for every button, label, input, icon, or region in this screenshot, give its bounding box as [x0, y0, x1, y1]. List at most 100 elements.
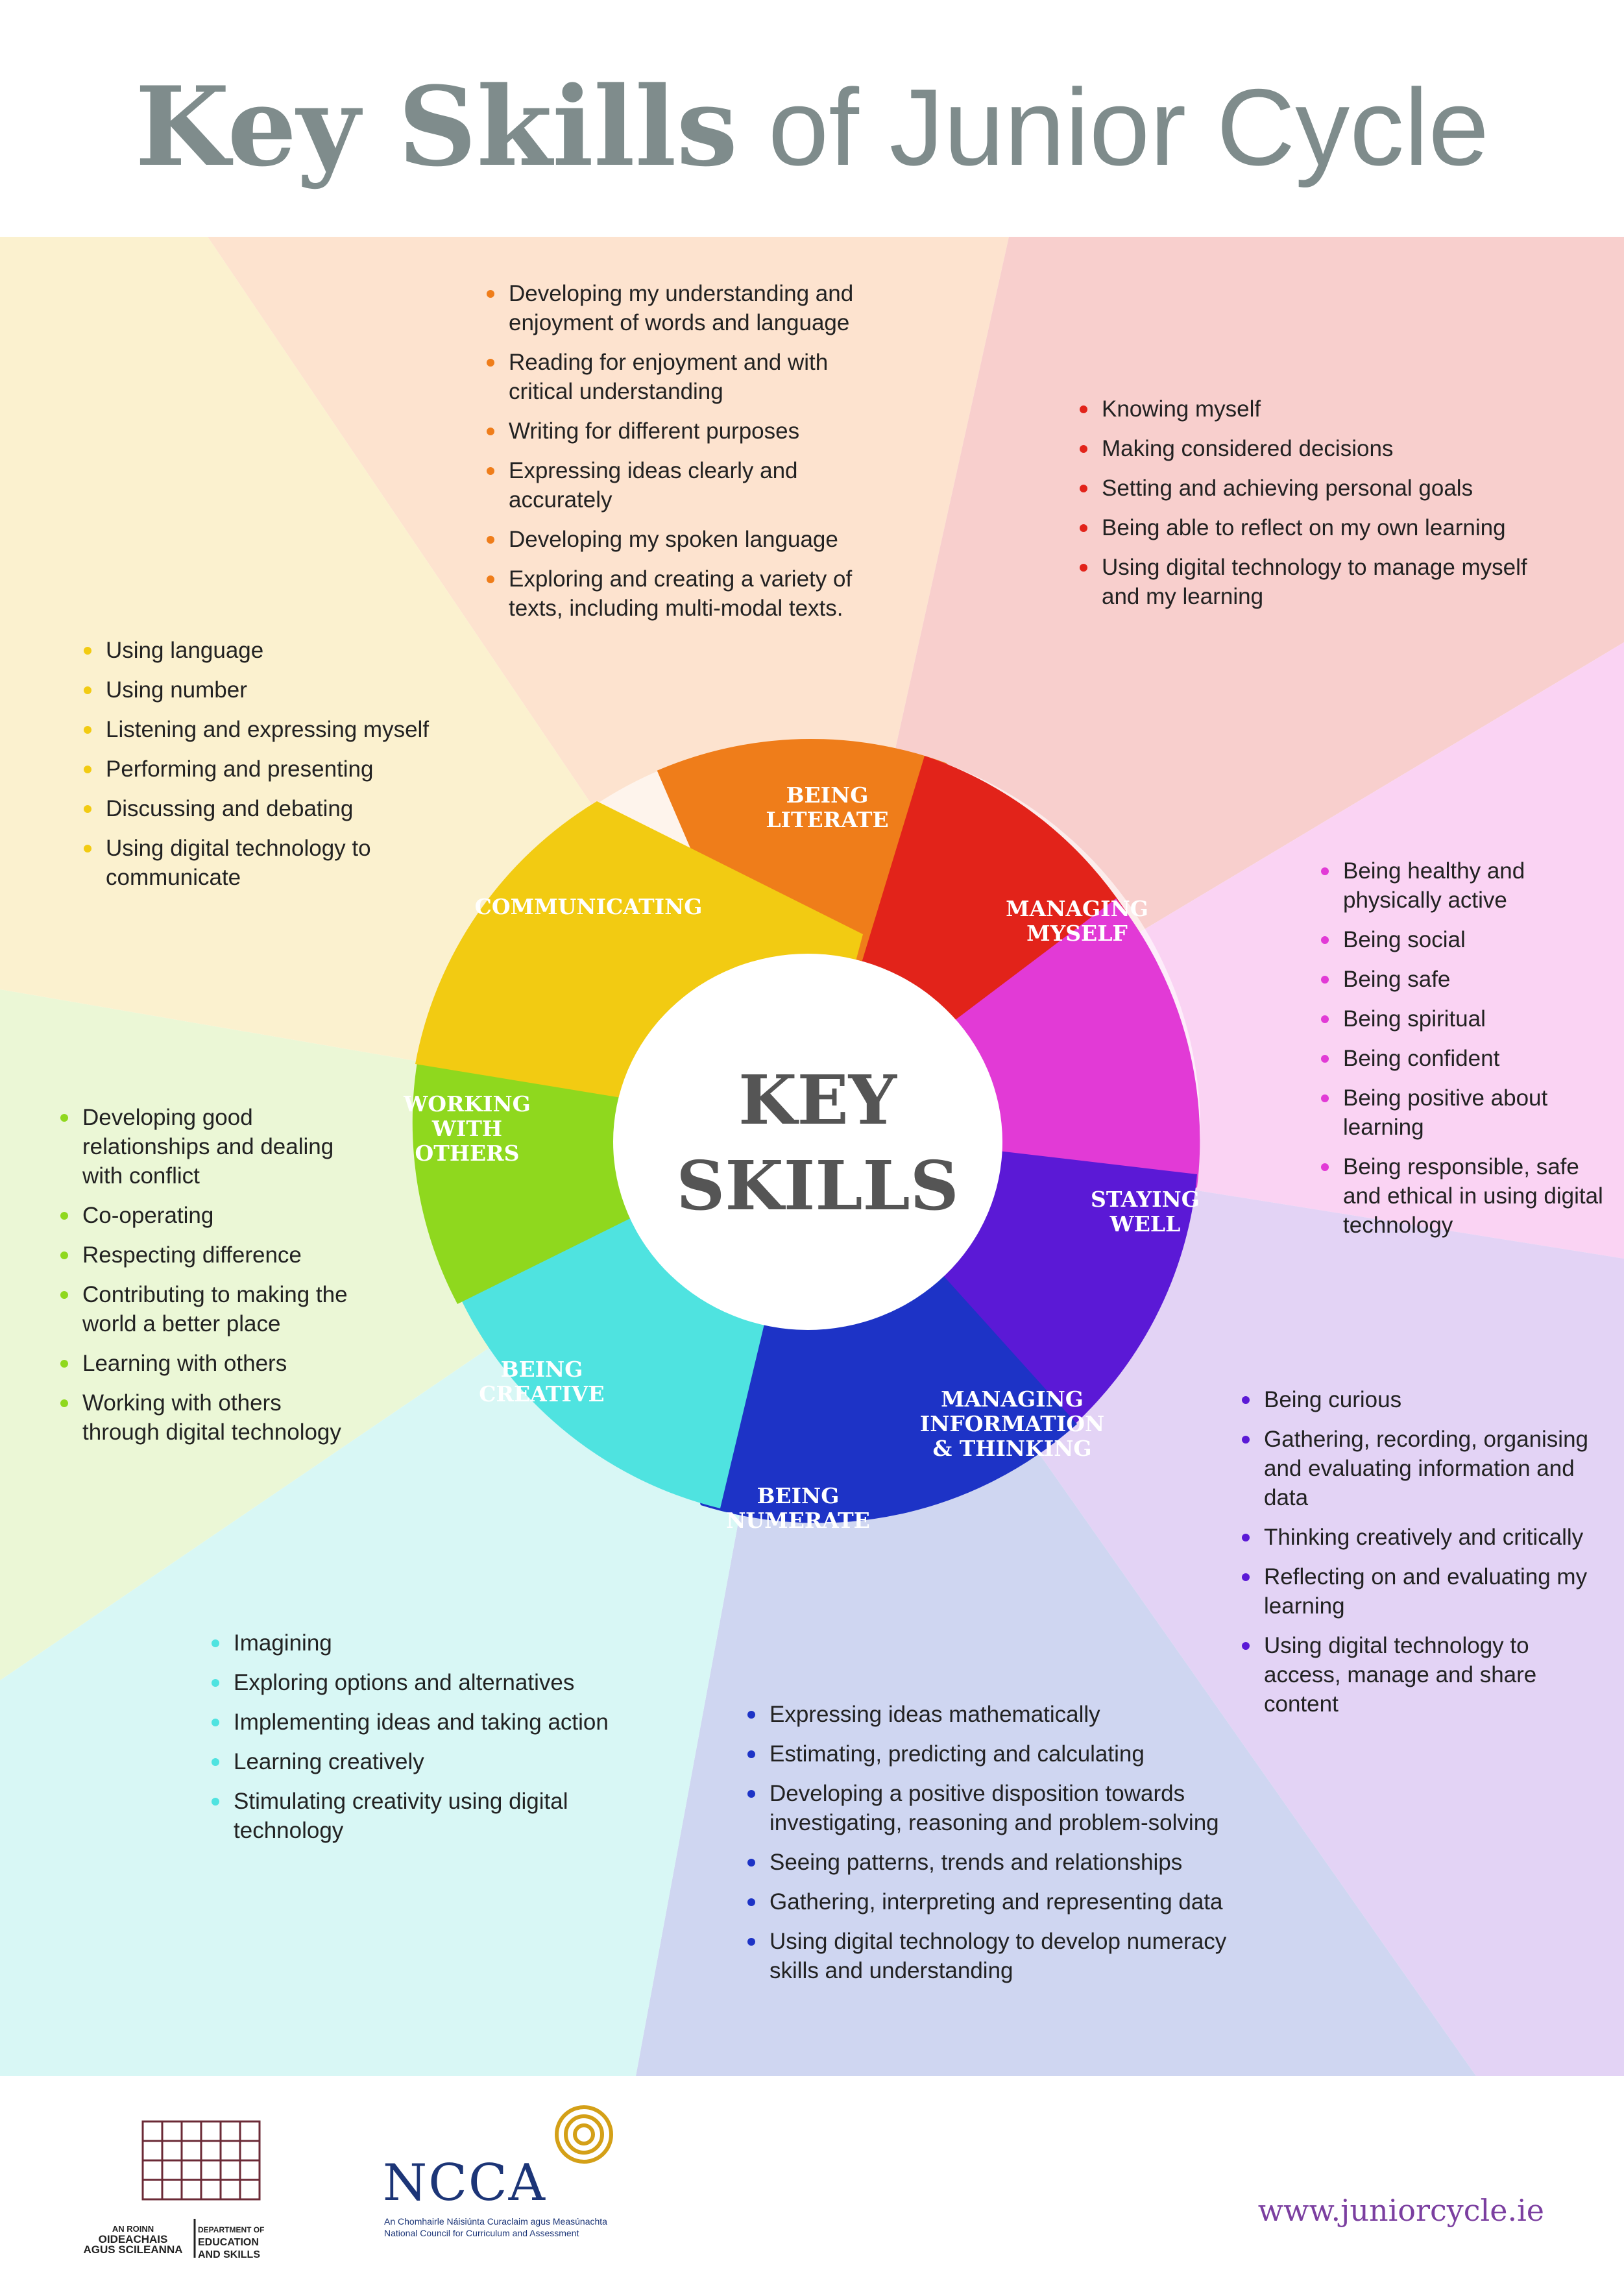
bullet-text: Developing good relationships and dealin… — [82, 1105, 334, 1189]
bullet-item: Respecting difference — [59, 1240, 364, 1270]
ncca-subtitle-irish: An Chomhairle Náisiúnta Curaclaim agus M… — [384, 2216, 607, 2227]
bullet-text: Developing my spoken language — [509, 527, 838, 552]
panel-being-literate: Developing my understanding and enjoymen… — [485, 279, 888, 633]
bullet-dot-icon — [84, 726, 91, 734]
bullet-item: Expressing ideas mathematically — [746, 1700, 1246, 1729]
bullet-text: Imagining — [234, 1630, 332, 1656]
title-light: of Junior Cycle — [768, 66, 1489, 188]
bullet-item: Working with others through digital tech… — [59, 1388, 364, 1447]
bullet-text: Learning creatively — [234, 1749, 424, 1774]
bullet-item: Exploring options and alternatives — [210, 1668, 638, 1697]
bullet-item: Being positive about learning — [1320, 1083, 1605, 1142]
bullet-item: Using number — [82, 675, 446, 705]
dept-english-line1: DEPARTMENT OF — [198, 2225, 265, 2234]
bullet-text: Discussing and debating — [106, 796, 354, 821]
segment-label-being-literate: BEING LITERATE — [766, 782, 889, 832]
bullet-item: Being social — [1320, 925, 1605, 954]
bullet-item: Exploring and creating a variety of text… — [485, 564, 888, 623]
bullet-item: Imagining — [210, 1628, 638, 1658]
dept-english-line3: AND SKILLS — [198, 2249, 260, 2260]
bullet-item: Being responsible, safe and ethical in u… — [1320, 1152, 1605, 1240]
bullet-text: Being spiritual — [1343, 1006, 1486, 1032]
bullet-item: Being healthy and physically active — [1320, 856, 1605, 915]
bullet-text: Being positive about learning — [1343, 1085, 1548, 1140]
ncca-subtitle-english: National Council for Curriculum and Asse… — [384, 2228, 579, 2238]
bullet-dot-icon — [84, 766, 91, 773]
bullet-dot-icon — [1242, 1534, 1250, 1541]
bullet-dot-icon — [487, 359, 494, 367]
bullet-text: Knowing myself — [1102, 396, 1261, 422]
bullet-item: Implementing ideas and taking action — [210, 1708, 638, 1737]
bullet-dot-icon — [747, 1790, 755, 1798]
bullet-item: Co-operating — [59, 1201, 364, 1230]
bullet-item: Reflecting on and evaluating my learning — [1241, 1562, 1604, 1621]
center-title: KEY SKILLS — [655, 1057, 980, 1229]
bullet-item: Reading for enjoyment and with critical … — [485, 348, 888, 406]
bullet-item: Performing and presenting — [82, 755, 446, 784]
bullet-item: Writing for different purposes — [485, 417, 888, 446]
bullet-dot-icon — [747, 1898, 755, 1906]
bullet-dot-icon — [1321, 1015, 1329, 1023]
bullet-text: Reading for enjoyment and with critical … — [509, 350, 829, 404]
bullet-dot-icon — [1242, 1396, 1250, 1404]
bullet-dot-icon — [1321, 1094, 1329, 1102]
bullet-text: Setting and achieving personal goals — [1102, 476, 1473, 501]
bullet-text: Using language — [106, 638, 264, 663]
bullet-text: Gathering, recording, organising and eva… — [1264, 1427, 1589, 1510]
bullet-text: Expressing ideas clearly and accurately — [509, 458, 798, 513]
bullet-text: Thinking creatively and critically — [1264, 1525, 1584, 1550]
bullet-text: Being able to reflect on my own learning — [1102, 515, 1506, 540]
bullet-dot-icon — [60, 1114, 68, 1122]
segment-label-being-numerate: BEING NUMERATE — [726, 1483, 870, 1533]
bullet-text: Developing a positive disposition toward… — [770, 1781, 1219, 1835]
bullet-dot-icon — [1321, 1163, 1329, 1171]
bullet-item: Learning with others — [59, 1349, 364, 1378]
bullet-text: Making considered decisions — [1102, 436, 1394, 461]
bullet-dot-icon — [1321, 976, 1329, 984]
bullet-text: Reflecting on and evaluating my learning — [1264, 1564, 1588, 1619]
segment-label-communicating: COMMUNICATING — [474, 894, 703, 919]
bullet-dot-icon — [1080, 405, 1087, 413]
bullet-dot-icon — [212, 1679, 219, 1687]
bullet-dot-icon — [84, 686, 91, 694]
title-bold: Key Skills — [135, 62, 738, 191]
bullet-dot-icon — [487, 467, 494, 475]
bullet-item: Learning creatively — [210, 1747, 638, 1776]
bullet-item: Being confident — [1320, 1044, 1605, 1073]
bullet-item: Using digital technology to communicate — [82, 834, 446, 892]
bullet-dot-icon — [212, 1758, 219, 1766]
bullet-item: Being safe — [1320, 965, 1605, 994]
department-building-logo — [141, 2120, 261, 2258]
bullet-item: Discussing and debating — [82, 794, 446, 823]
bullet-dot-icon — [1242, 1436, 1250, 1444]
bullet-dot-icon — [1080, 524, 1087, 532]
bullet-dot-icon — [212, 1639, 219, 1647]
website-link[interactable]: www.juniorcycle.ie — [1257, 2193, 1544, 2228]
bullet-text: Using digital technology to develop nume… — [770, 1929, 1227, 1983]
bullet-text: Stimulating creativity using digital tec… — [234, 1789, 568, 1843]
ncca-swirl-logo — [555, 2105, 613, 2164]
department-irish-name: AN ROINN OIDEACHAIS AGUS SCILEANNA — [71, 2224, 195, 2255]
ncca-subtitle: An Chomhairle Náisiúnta Curaclaim agus M… — [384, 2216, 657, 2239]
bullet-item: Making considered decisions — [1078, 434, 1545, 463]
bullet-dot-icon — [1080, 564, 1087, 572]
bullet-item: Gathering, interpreting and representing… — [746, 1887, 1246, 1916]
bullet-item: Thinking creatively and critically — [1241, 1523, 1604, 1552]
bullet-text: Using number — [106, 677, 247, 703]
bullet-text: Gathering, interpreting and representing… — [770, 1889, 1223, 1915]
bullet-item: Using digital technology to access, mana… — [1241, 1631, 1604, 1719]
bullet-text: Using digital technology to communicate — [106, 836, 371, 890]
bullet-text: Contributing to making the world a bette… — [82, 1282, 348, 1336]
bullet-item: Expressing ideas clearly and accurately — [485, 456, 888, 514]
bullet-dot-icon — [1321, 1055, 1329, 1063]
bullet-item: Using digital technology to develop nume… — [746, 1927, 1246, 1985]
bullet-item: Using language — [82, 636, 446, 665]
bullet-dot-icon — [487, 290, 494, 298]
bullet-item: Setting and achieving personal goals — [1078, 474, 1545, 503]
